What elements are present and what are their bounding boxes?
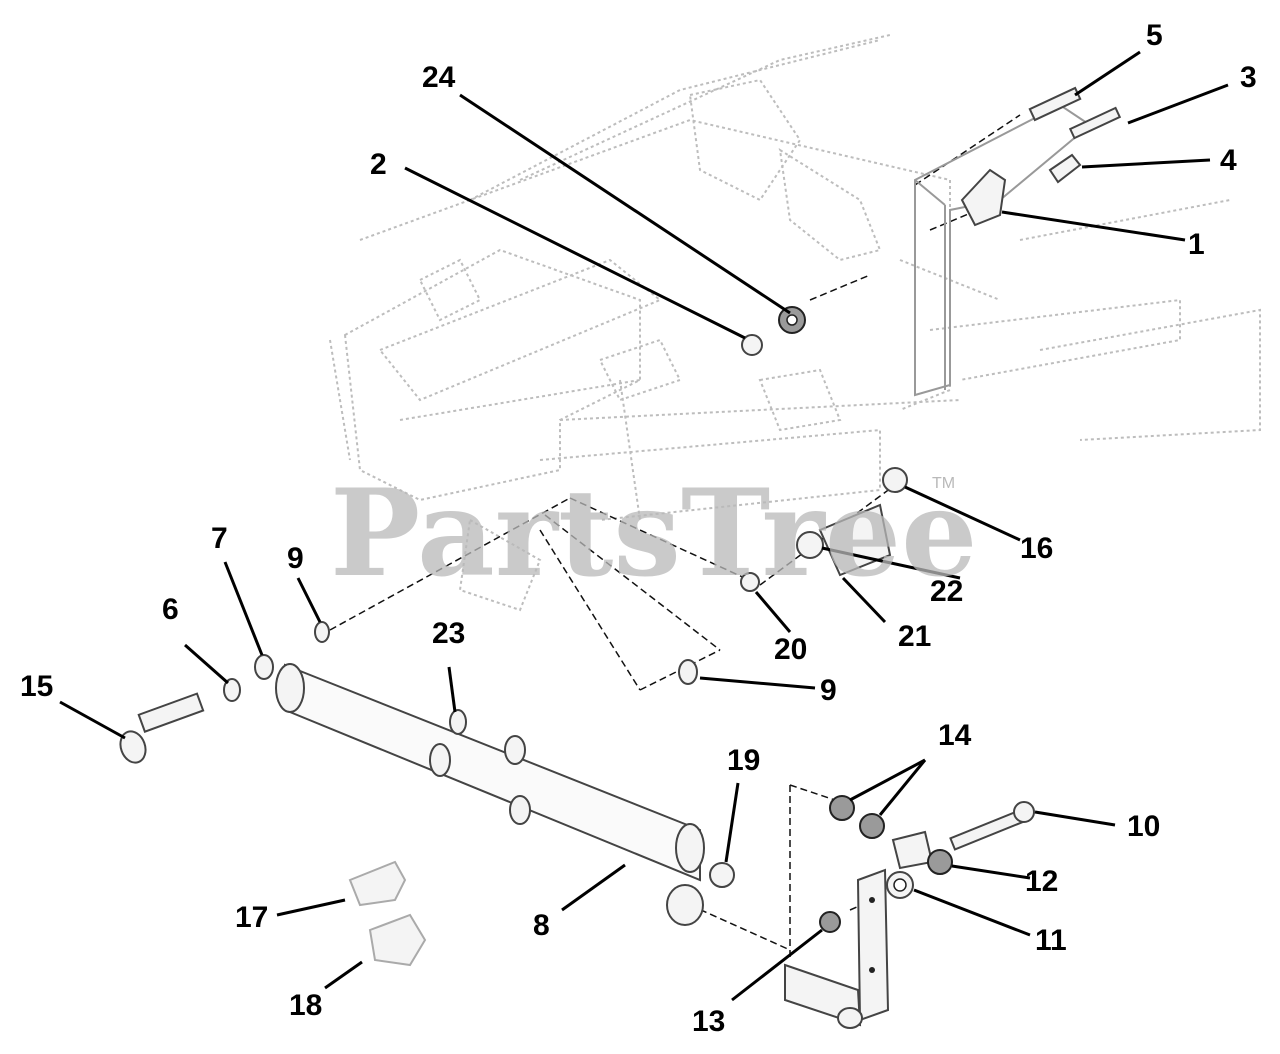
pivot-plate xyxy=(914,103,1092,397)
callout-13: 13 xyxy=(692,1005,725,1038)
callout-9: 9 xyxy=(287,542,304,575)
watermark-brand: PartsTree xyxy=(330,463,977,604)
part-17-clip-icon xyxy=(348,860,407,907)
part-4-clip-icon xyxy=(1048,153,1082,184)
part-10-bolt-icon xyxy=(949,801,1035,851)
callout-22: 22 xyxy=(930,575,963,608)
callout-14: 14 xyxy=(938,719,972,752)
part-3-bolt-icon xyxy=(1068,106,1122,140)
part-5-bolt-icon xyxy=(1028,86,1082,122)
background-frame xyxy=(329,34,1261,612)
part-8-shaft-icon xyxy=(275,663,705,926)
part-15-bolt-icon xyxy=(119,692,205,764)
part-22-bushing-icon xyxy=(796,531,824,559)
part-2-nut-icon xyxy=(741,334,763,356)
callout-5: 5 xyxy=(1146,19,1163,52)
callout-9-lower: 9 xyxy=(820,674,837,707)
leader-lines xyxy=(59,50,1229,1002)
part-6-washer-icon xyxy=(223,678,241,702)
callout-3: 3 xyxy=(1240,61,1257,94)
assembly-lines xyxy=(329,114,1021,960)
callout-16: 16 xyxy=(1020,532,1053,565)
part-7-bushing-icon xyxy=(254,654,274,680)
callout-20: 20 xyxy=(774,633,807,666)
callout-23: 23 xyxy=(432,617,465,650)
part-18-clip-icon xyxy=(368,913,427,967)
callout-18: 18 xyxy=(289,989,322,1022)
callout-labels: 1 2 3 4 5 6 7 8 9 9 10 11 12 13 14 15 16… xyxy=(20,19,1257,1038)
part-16-washer-icon xyxy=(882,467,908,493)
callout-11: 11 xyxy=(1035,924,1067,957)
part-1-pivot-bracket-icon xyxy=(960,168,1007,227)
part-13-nut-icon xyxy=(819,911,841,933)
callout-7: 7 xyxy=(211,522,228,555)
callout-24: 24 xyxy=(422,61,456,94)
callout-8: 8 xyxy=(533,909,550,942)
part-shapes xyxy=(119,86,1122,1029)
callout-19: 19 xyxy=(727,744,760,777)
part-9-bushing-icon-lower xyxy=(678,659,698,685)
part-9-bushing-icon xyxy=(314,621,330,643)
callout-1: 1 xyxy=(1188,228,1205,261)
part-12-spacer-icon xyxy=(891,830,953,875)
mount-bracket xyxy=(784,868,890,1029)
part-20-washer-icon xyxy=(740,572,760,592)
callout-10: 10 xyxy=(1127,810,1160,843)
watermark: PartsTree TM xyxy=(330,463,977,604)
callout-4: 4 xyxy=(1220,144,1237,177)
callout-17: 17 xyxy=(235,901,268,934)
callout-12: 12 xyxy=(1025,865,1058,898)
callout-21: 21 xyxy=(898,620,931,653)
callout-6: 6 xyxy=(162,593,179,626)
callout-2: 2 xyxy=(370,148,387,181)
part-23-fitting-icon xyxy=(449,709,526,765)
part-14-nut-icon xyxy=(829,795,885,839)
callout-15: 15 xyxy=(20,670,53,703)
watermark-trademark: TM xyxy=(932,475,955,492)
part-19-washer-icon xyxy=(709,862,735,888)
